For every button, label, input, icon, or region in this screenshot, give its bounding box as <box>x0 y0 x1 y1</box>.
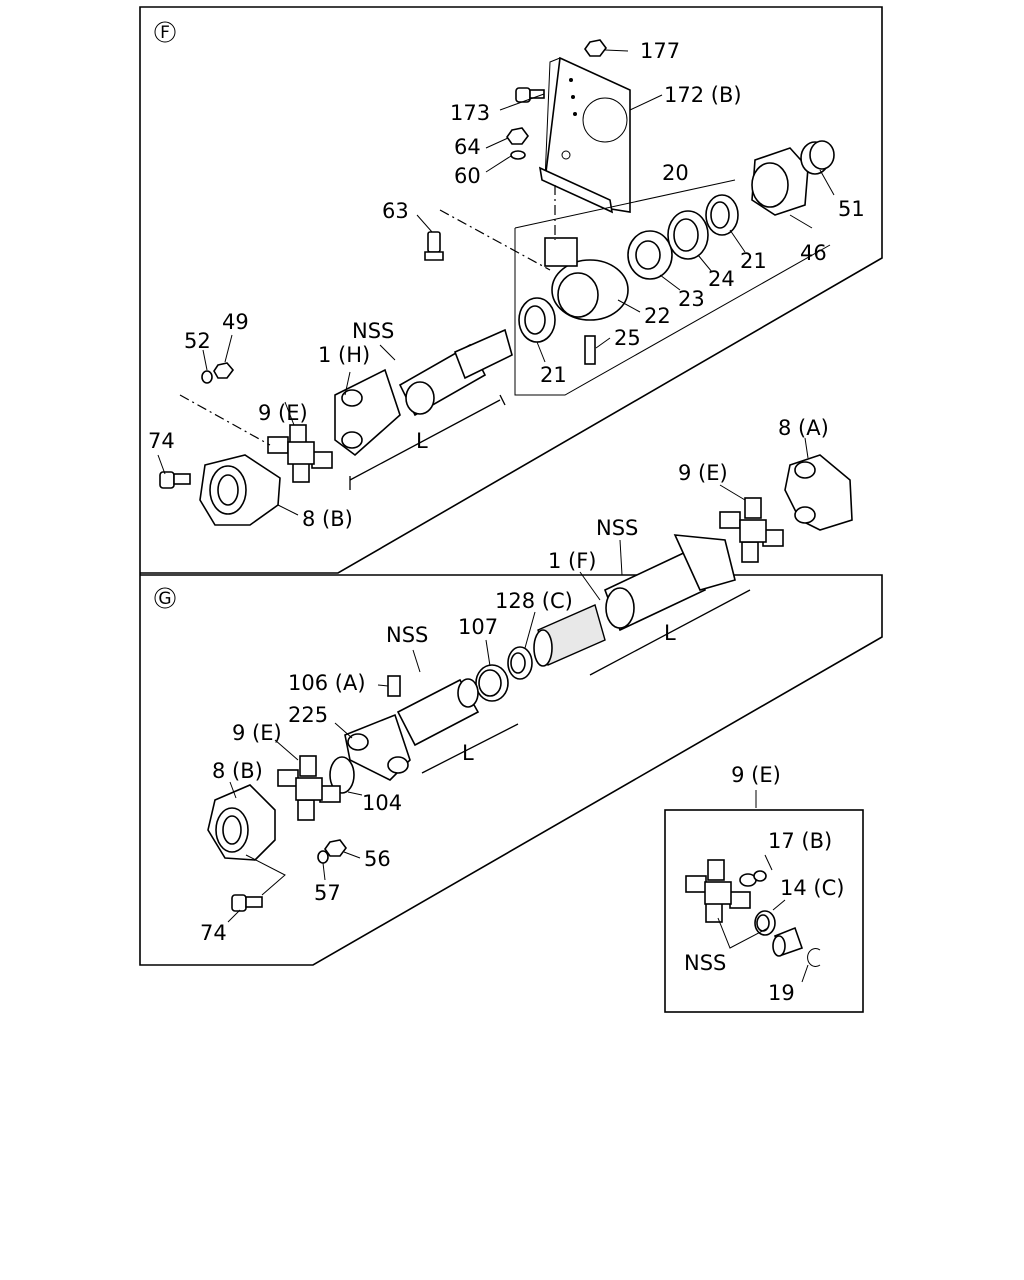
section-g-letter: G <box>158 589 171 609</box>
upper-section-frame <box>139 6 883 575</box>
stud-25 <box>584 335 596 365</box>
lower-leader-lines <box>227 437 809 923</box>
detail-leader-lines <box>717 790 809 983</box>
seal-21-upper <box>705 194 739 236</box>
label-nss-upper: NSS <box>352 319 394 343</box>
label-74-upper: 74 <box>148 429 175 453</box>
nut-51 <box>800 140 835 175</box>
detail-snap-ring-19 <box>807 948 821 967</box>
label-19: 19 <box>768 981 795 1005</box>
label-9e-lower: 9 (E) <box>232 721 282 745</box>
universal-joint-9e-right <box>719 497 784 563</box>
label-20: 20 <box>662 161 689 185</box>
seal-104 <box>329 756 355 794</box>
circled-letter-f-icon <box>154 21 176 43</box>
label-64: 64 <box>454 135 481 159</box>
detail-universal-joint <box>685 859 751 923</box>
yoke-225 <box>344 713 411 781</box>
detail-inset-frame <box>664 809 864 1013</box>
label-74-lower: 74 <box>200 921 227 945</box>
detail-title-9e: 9 (E) <box>731 763 781 787</box>
label-22: 22 <box>644 304 671 328</box>
label-nss-middle: NSS <box>386 623 428 647</box>
washer-60 <box>510 150 526 160</box>
nut-49 <box>213 362 235 379</box>
ring-24 <box>667 210 709 260</box>
seal-21-lower <box>518 297 556 343</box>
label-106a: 106 (A) <box>288 671 366 695</box>
label-1h: 1 (H) <box>318 343 370 367</box>
label-8b-upper: 8 (B) <box>302 507 353 531</box>
washer-57 <box>317 850 329 864</box>
flange-yoke-8b-lower <box>207 784 276 861</box>
label-21-lower: 21 <box>540 363 567 387</box>
shaft-1f <box>603 534 736 632</box>
label-25: 25 <box>614 326 641 350</box>
label-8b-lower: 8 (B) <box>212 759 263 783</box>
label-21-upper: 21 <box>740 249 767 273</box>
label-14c: 14 (C) <box>780 876 844 900</box>
label-l-lower: L <box>462 741 474 765</box>
center-bearing-outline <box>514 179 831 396</box>
center-bearing-22 <box>544 237 629 321</box>
nut-177 <box>584 39 607 57</box>
section-f-marker: F <box>154 21 176 43</box>
label-l-upper: L <box>416 429 428 453</box>
label-52: 52 <box>184 329 211 353</box>
label-57: 57 <box>314 881 341 905</box>
label-l-right: L <box>664 621 676 645</box>
label-60: 60 <box>454 164 481 188</box>
grease-fitting-106a <box>387 675 401 697</box>
detail-seal-14c <box>754 910 776 936</box>
label-56: 56 <box>364 847 391 871</box>
bolt-74-upper <box>159 471 191 489</box>
section-f-letter: F <box>160 23 170 43</box>
universal-joint-9e-upper <box>267 424 333 483</box>
bracket-172b <box>538 56 631 214</box>
sleeve-107 <box>475 664 509 702</box>
label-107: 107 <box>458 615 498 639</box>
label-24: 24 <box>708 267 735 291</box>
label-9e-upper: 9 (E) <box>258 401 308 425</box>
section-g-marker: G <box>154 587 176 609</box>
tube-lower <box>396 678 480 747</box>
flange-yoke-8a <box>784 454 853 531</box>
label-46: 46 <box>800 241 827 265</box>
label-23: 23 <box>678 287 705 311</box>
label-51: 51 <box>838 197 865 221</box>
nut-64 <box>506 127 529 145</box>
flange-46 <box>751 147 809 216</box>
washer-52 <box>201 370 213 384</box>
yoke-1h <box>334 368 401 457</box>
lower-section-frame <box>139 574 883 966</box>
spline-shaft-1f <box>533 604 606 667</box>
label-9e-right: 9 (E) <box>678 461 728 485</box>
circled-letter-g-icon <box>154 587 176 609</box>
label-nss-detail: NSS <box>684 951 726 975</box>
label-49: 49 <box>222 310 249 334</box>
ring-128c <box>507 646 533 680</box>
bolt-63 <box>424 231 444 261</box>
bolt-74-lower <box>231 894 263 912</box>
label-104: 104 <box>362 791 402 815</box>
label-17b: 17 (B) <box>768 829 832 853</box>
label-63: 63 <box>382 199 409 223</box>
upper-leader-lines <box>157 49 835 516</box>
label-177: 177 <box>640 39 680 63</box>
label-172b: 172 (B) <box>664 83 742 107</box>
universal-joint-9e-lower <box>277 755 341 821</box>
label-173: 173 <box>450 101 490 125</box>
shaft-1h <box>398 328 513 417</box>
bearing-23 <box>627 230 673 280</box>
label-1f: 1 (F) <box>548 549 597 573</box>
label-225: 225 <box>288 703 328 727</box>
nut-56 <box>324 839 347 857</box>
detail-cup-bearing <box>772 926 804 957</box>
flange-yoke-8b-upper <box>199 454 281 526</box>
detail-grease-fitting-17b <box>739 870 767 887</box>
label-128c: 128 (C) <box>495 589 573 613</box>
label-nss-right: NSS <box>596 516 638 540</box>
label-8a: 8 (A) <box>778 416 829 440</box>
